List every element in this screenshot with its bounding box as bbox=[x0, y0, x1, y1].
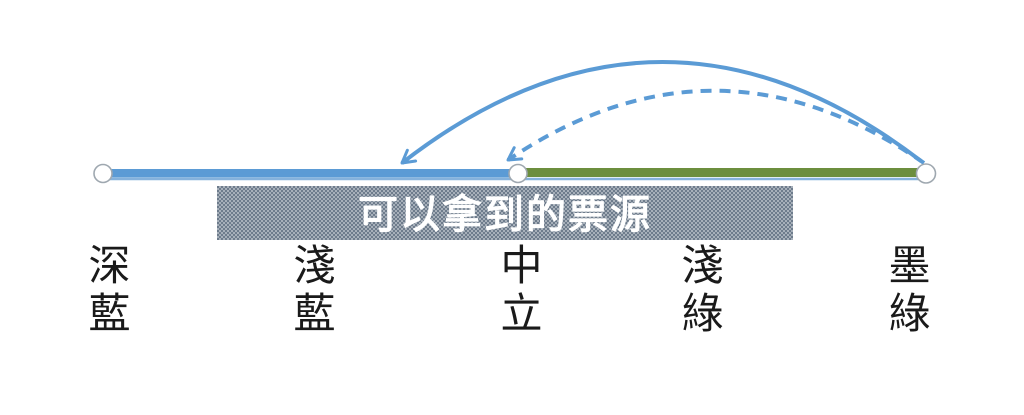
left-endpoint-circle-icon bbox=[93, 163, 113, 184]
vote-source-banner-label: 可以拿到的票源 bbox=[358, 193, 652, 237]
solid-curved-arrow-icon bbox=[400, 60, 923, 165]
green-spectrum-segment bbox=[518, 168, 927, 177]
label-neutral: 中立 bbox=[495, 243, 542, 339]
blue-spectrum-segment bbox=[103, 169, 518, 178]
label-light-green: 淺綠 bbox=[676, 243, 723, 339]
right-endpoint-circle-icon bbox=[915, 163, 937, 184]
vote-source-banner: 可以拿到的票源 bbox=[217, 186, 793, 240]
label-light-blue: 淺藍 bbox=[288, 243, 335, 339]
label-deep-blue: 深藍 bbox=[83, 243, 130, 339]
dashed-curved-arrow-icon bbox=[506, 88, 926, 165]
middle-endpoint-circle-icon bbox=[508, 163, 528, 184]
label-dark-green: 墨綠 bbox=[883, 243, 930, 339]
